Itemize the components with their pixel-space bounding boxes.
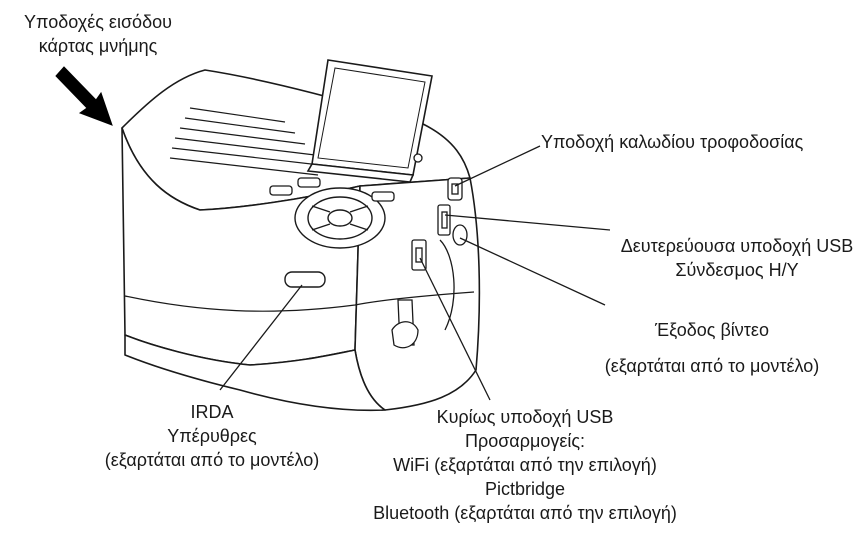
label-card-slots-line-2: κάρτας μνήμης (38, 36, 158, 56)
label-usb-main-line-1: Κυρίως υποδοχή USB (436, 407, 614, 427)
label-power-line-1: Υποδοχή καλωδίου τροφοδοσίας (541, 132, 804, 152)
label-irda: IRDA Υπέρυθρες (εξαρτάται από το μοντέλο… (92, 400, 332, 472)
label-usb-main: Κυρίως υποδοχή USB Προσαρμογείς: WiFi (ε… (315, 405, 735, 525)
label-irda-line-1: IRDA (190, 402, 234, 422)
leader-usb-main (419, 257, 491, 401)
lcd-screen (306, 59, 433, 183)
leader-irda (219, 284, 303, 391)
leader-usb-secondary (444, 214, 611, 231)
label-usb-main-line-4: Pictbridge (484, 479, 566, 499)
body-seam-line (124, 291, 475, 312)
card-slot-arrow (55, 66, 113, 126)
control-pad (294, 187, 386, 249)
label-usb-main-line-3: WiFi (εξαρτάται από την επιλογή) (393, 455, 657, 475)
top-vent-lines (169, 107, 321, 176)
label-usb-main-line-5: Bluetooth (εξαρτάται από την επιλογή) (373, 503, 677, 523)
label-usb-secondary-line-1: Δευτερεύουσα υποδοχή USB (620, 236, 854, 256)
label-video-out-line-1: Έξοδος βίντεο (655, 320, 769, 340)
label-usb-secondary-line-2: Σύνδεσμος Η/Υ (675, 260, 799, 280)
label-usb-secondary: Δευτερεύουσα υποδοχή USB Σύνδεσμος Η/Υ (612, 234, 862, 282)
leader-video (459, 237, 606, 306)
irda-window (284, 271, 326, 288)
label-video-out-line-2: (εξαρτάται από το μοντέλο) (604, 356, 820, 376)
label-usb-main-line-2: Προσαρμογείς: (464, 431, 586, 451)
printer-bottom-edge (124, 334, 386, 412)
label-video-out: Έξοδος βίντεο (εξαρτάται από το μοντέλο) (592, 318, 832, 378)
label-card-slots: Υποδοχές εισόδου κάρτας μνήμης (0, 10, 196, 58)
label-irda-line-2: Υπέρυθρες (167, 426, 257, 446)
label-power: Υποδοχή καλωδίου τροφοδοσίας (541, 130, 803, 154)
label-irda-line-3: (εξαρτάται από το μοντέλο) (104, 450, 320, 470)
side-buttons (269, 153, 423, 202)
leader-power (454, 145, 541, 187)
label-card-slots-line-1: Υποδοχές εισόδου (24, 12, 172, 32)
leader-lines (219, 145, 611, 401)
